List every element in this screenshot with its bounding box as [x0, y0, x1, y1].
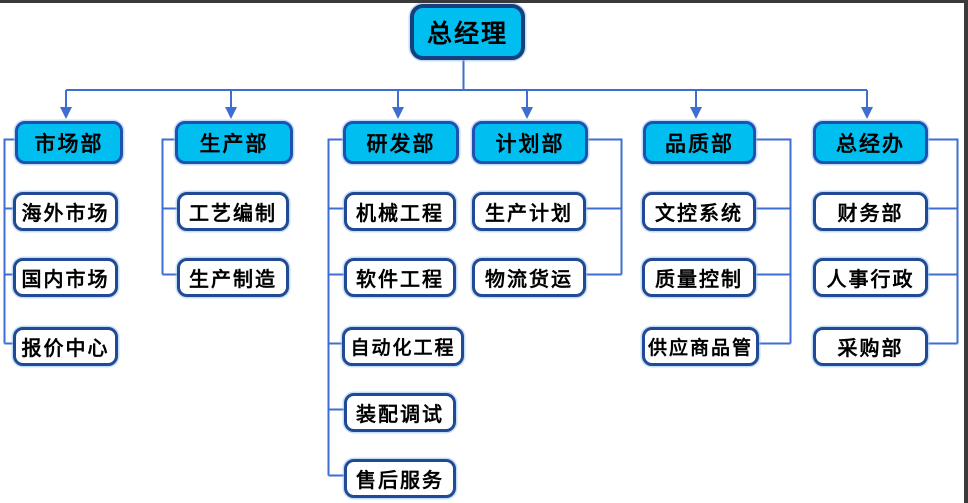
node-marketing-dept: 市场部 [15, 121, 123, 164]
down-arrow-planning [521, 107, 533, 119]
node-mechanical-engineering: 机械工程 [344, 192, 456, 231]
node-manufacturing: 生产制造 [177, 258, 289, 297]
connector-quality [750, 138, 792, 345]
node-domestic-market: 国内市场 [13, 258, 118, 297]
node-document-control: 文控系统 [642, 192, 756, 231]
node-planning-dept: 计划部 [472, 121, 588, 164]
down-arrow-quality [690, 107, 702, 119]
node-purchasing-dept: 采购部 [813, 327, 928, 366]
down-arrow-production [225, 107, 237, 119]
node-quotation-center: 报价中心 [13, 327, 118, 366]
node-general-manager: 总经理 [410, 4, 525, 60]
node-rd-dept: 研发部 [343, 121, 459, 164]
node-automation-engineering: 自动化工程 [342, 327, 464, 366]
node-gm-office-dept: 总经办 [813, 121, 928, 164]
node-software-engineering: 软件工程 [344, 258, 456, 297]
node-production-planning: 生产计划 [472, 192, 586, 231]
node-process-planning: 工艺编制 [177, 192, 289, 231]
connector-planning [580, 138, 623, 276]
down-arrow-rd [392, 107, 404, 119]
connector-gm-office [922, 138, 959, 345]
node-finance-dept: 财务部 [813, 192, 928, 231]
node-supplier-quality: 供应商品管 [642, 327, 759, 366]
connector-production [161, 138, 177, 276]
node-logistics-freight: 物流货运 [472, 258, 586, 297]
node-quality-control: 质量控制 [642, 258, 756, 297]
node-after-sales-service: 售后服务 [344, 459, 456, 498]
node-overseas-market: 海外市场 [13, 192, 118, 231]
down-arrow-gm-office [861, 107, 873, 119]
connector-marketing [3, 138, 15, 345]
frame-top-border [0, 0, 968, 3]
node-production-dept: 生产部 [175, 121, 293, 164]
connector-trunk [65, 52, 868, 108]
node-hr-admin: 人事行政 [813, 258, 928, 297]
down-arrow-marketing [60, 107, 72, 119]
frame-right-border [964, 0, 968, 503]
node-assembly-debugging: 装配调试 [344, 393, 456, 432]
node-quality-dept: 品质部 [643, 121, 756, 164]
connector-rd [327, 138, 344, 477]
